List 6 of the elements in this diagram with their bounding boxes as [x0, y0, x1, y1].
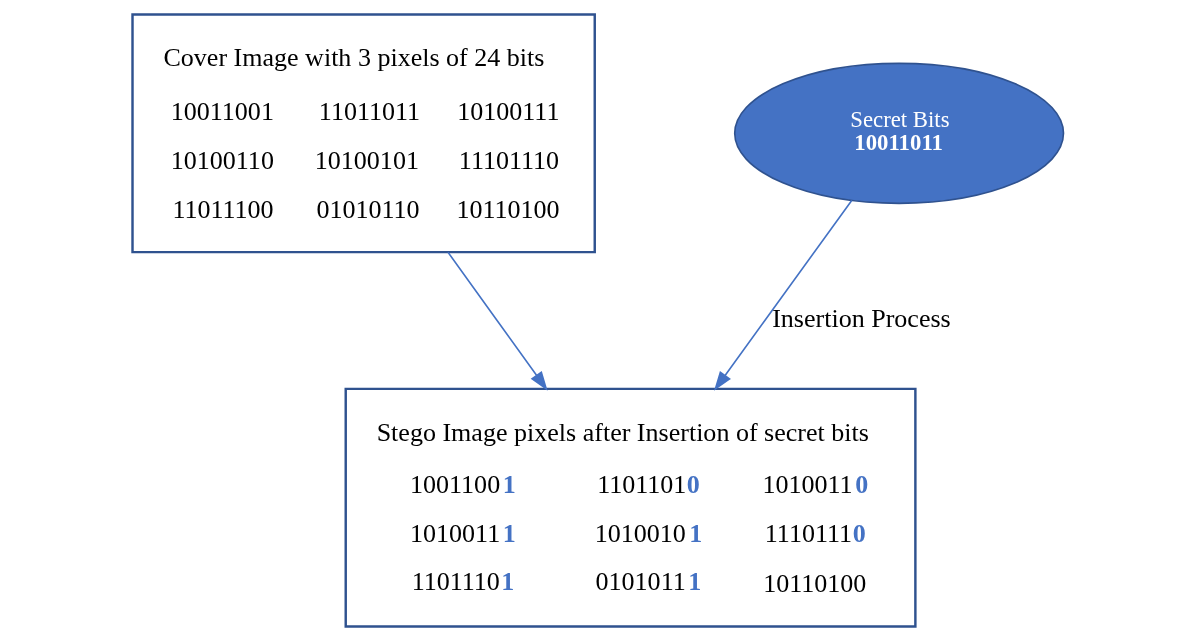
edge-label: Insertion Process — [771, 303, 951, 333]
arrow — [446, 251, 548, 391]
arrow — [713, 199, 853, 391]
node-box: Cover Image with 3 pixels of 24 bits 10011001 11011011 10100111 10100110 10100101 11101110 11011100 01010110 10110100 — [130, 13, 596, 254]
node-box: Stego Image pixels after Insertion of secret bits 10011001 11011010 10100110 10100111 10100101 11101110 11011101 01010111 10110100 — [344, 387, 917, 628]
node-ellipse: Secret Bits 10011011 — [733, 62, 1064, 205]
